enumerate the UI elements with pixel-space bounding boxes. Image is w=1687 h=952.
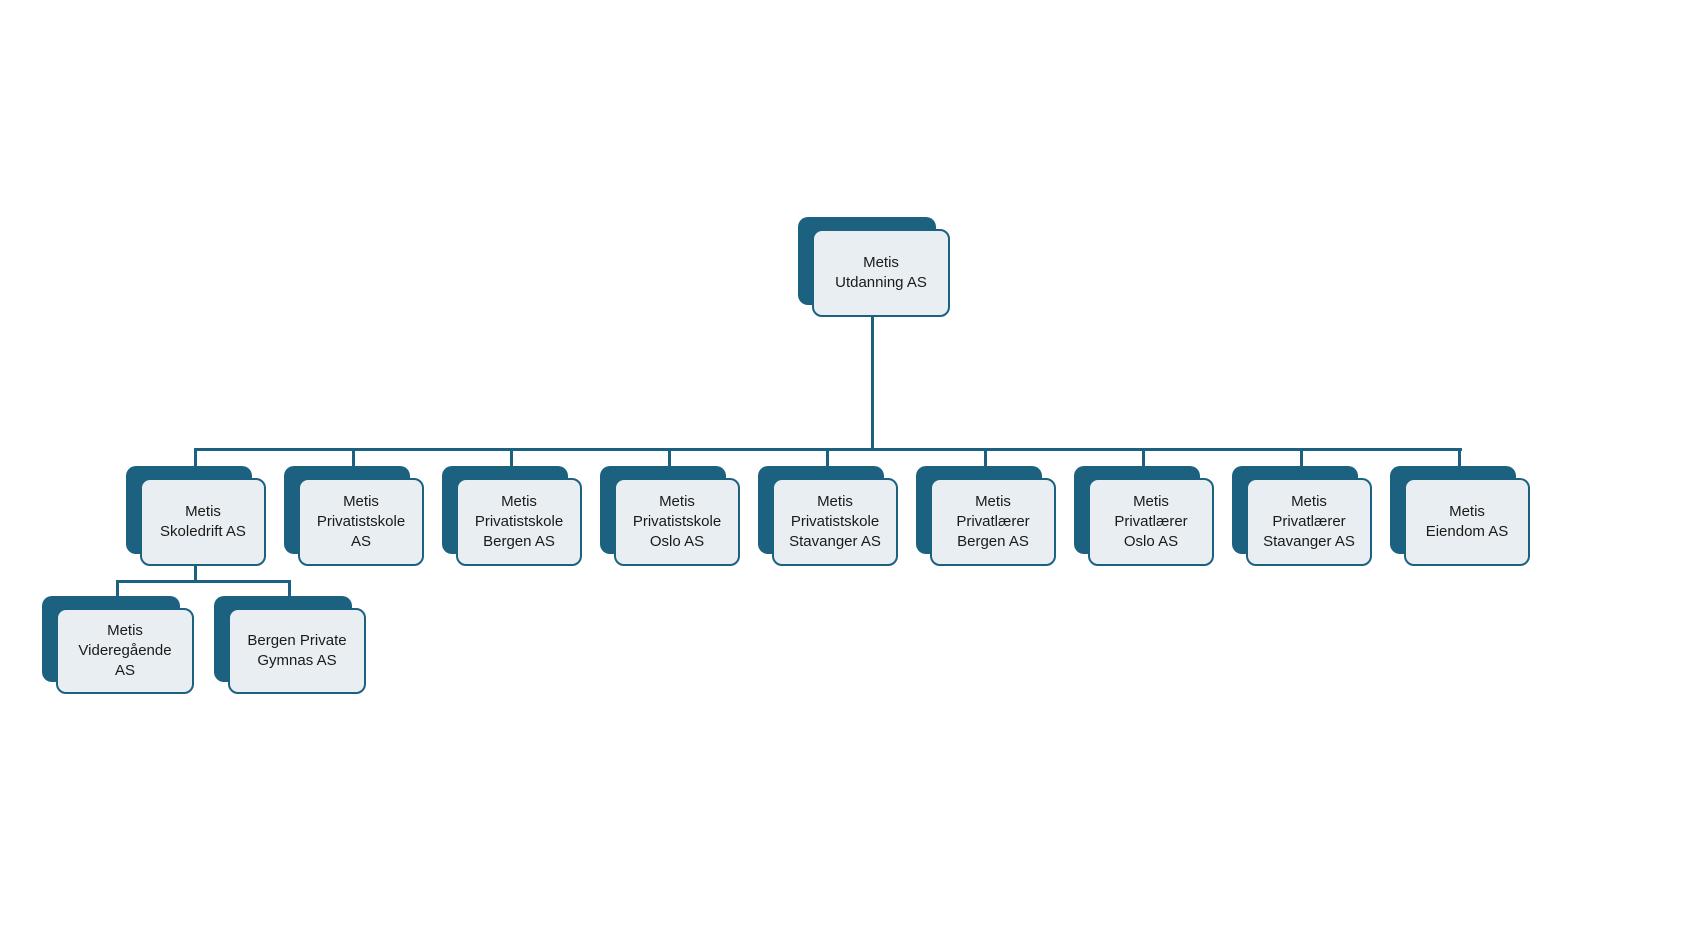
connector-stub-subsidiary-2 (352, 448, 355, 468)
node-box: Metis Privatistskole Bergen AS (456, 478, 582, 566)
node-box: Metis Eiendom AS (1404, 478, 1530, 566)
node-label: Metis Privatlærer Stavanger AS (1263, 493, 1355, 550)
connector-stub-subsidiary-6 (984, 448, 987, 468)
node-label: Metis Skoledrift AS (160, 503, 246, 540)
node-label: Metis Eiendom AS (1425, 503, 1509, 540)
connector-stub-subsidiary-7 (1142, 448, 1145, 468)
node-label: Metis Privatistskole Bergen AS (474, 493, 564, 550)
node-box: Metis Privatlærer Oslo AS (1088, 478, 1214, 566)
node-label: Metis Privatistskole Stavanger AS (789, 493, 881, 550)
connector-stub-subsidiary-4 (668, 448, 671, 468)
org-node-metis-eiendom[interactable]: Metis Eiendom AS (1390, 466, 1530, 566)
connector-stub-subsidiary-9 (1458, 448, 1461, 468)
connector-stub-subsidiary-8 (1300, 448, 1303, 468)
connector-stub-subsidiary-1 (194, 448, 197, 468)
node-label: Metis Videregående AS (78, 622, 172, 679)
connector-stub-subsidiary-3 (510, 448, 513, 468)
org-node-metis-privatistskole-bergen[interactable]: Metis Privatistskole Bergen AS (442, 466, 582, 566)
org-node-metis-privatistskole-stavanger[interactable]: Metis Privatistskole Stavanger AS (758, 466, 898, 566)
node-box: Metis Utdanning AS (812, 229, 950, 317)
org-node-metis-privatlaerer-stavanger[interactable]: Metis Privatlærer Stavanger AS (1232, 466, 1372, 566)
org-node-bergen-private-gymnas[interactable]: Bergen Private Gymnas AS (214, 596, 366, 694)
org-node-metis-skoledrift[interactable]: Metis Skoledrift AS (126, 466, 266, 566)
node-box: Metis Skoledrift AS (140, 478, 266, 566)
org-node-metis-privatistskole[interactable]: Metis Privatistskole AS (284, 466, 424, 566)
connector-stub-subsidiary-5 (826, 448, 829, 468)
org-node-metis-videregaende[interactable]: Metis Videregående AS (42, 596, 194, 694)
node-box: Metis Privatlærer Stavanger AS (1246, 478, 1372, 566)
connector-stub-child-1 (116, 580, 119, 596)
node-label: Metis Privatistskole AS (316, 493, 406, 550)
node-box: Metis Videregående AS (56, 608, 194, 694)
node-box: Bergen Private Gymnas AS (228, 608, 366, 694)
node-label: Metis Privatistskole Oslo AS (632, 493, 722, 550)
connector-root-vertical (871, 315, 874, 451)
org-node-metis-privatistskole-oslo[interactable]: Metis Privatistskole Oslo AS (600, 466, 740, 566)
node-label: Metis Privatlærer Oslo AS (1114, 493, 1188, 550)
connector-stub-child-2 (288, 580, 291, 596)
org-node-metis-utdanning[interactable]: Metis Utdanning AS (798, 217, 950, 317)
org-node-metis-privatlaerer-oslo[interactable]: Metis Privatlærer Oslo AS (1074, 466, 1214, 566)
node-box: Metis Privatlærer Bergen AS (930, 478, 1056, 566)
node-label: Metis Privatlærer Bergen AS (956, 493, 1030, 550)
connector-level3-horizontal (116, 580, 291, 583)
node-label: Metis Utdanning AS (835, 254, 927, 291)
node-box: Metis Privatistskole AS (298, 478, 424, 566)
node-box: Metis Privatistskole Oslo AS (614, 478, 740, 566)
org-node-metis-privatlaerer-bergen[interactable]: Metis Privatlærer Bergen AS (916, 466, 1056, 566)
node-label: Bergen Private Gymnas AS (247, 632, 347, 669)
connector-skoledrift-vertical (194, 566, 197, 583)
node-box: Metis Privatistskole Stavanger AS (772, 478, 898, 566)
